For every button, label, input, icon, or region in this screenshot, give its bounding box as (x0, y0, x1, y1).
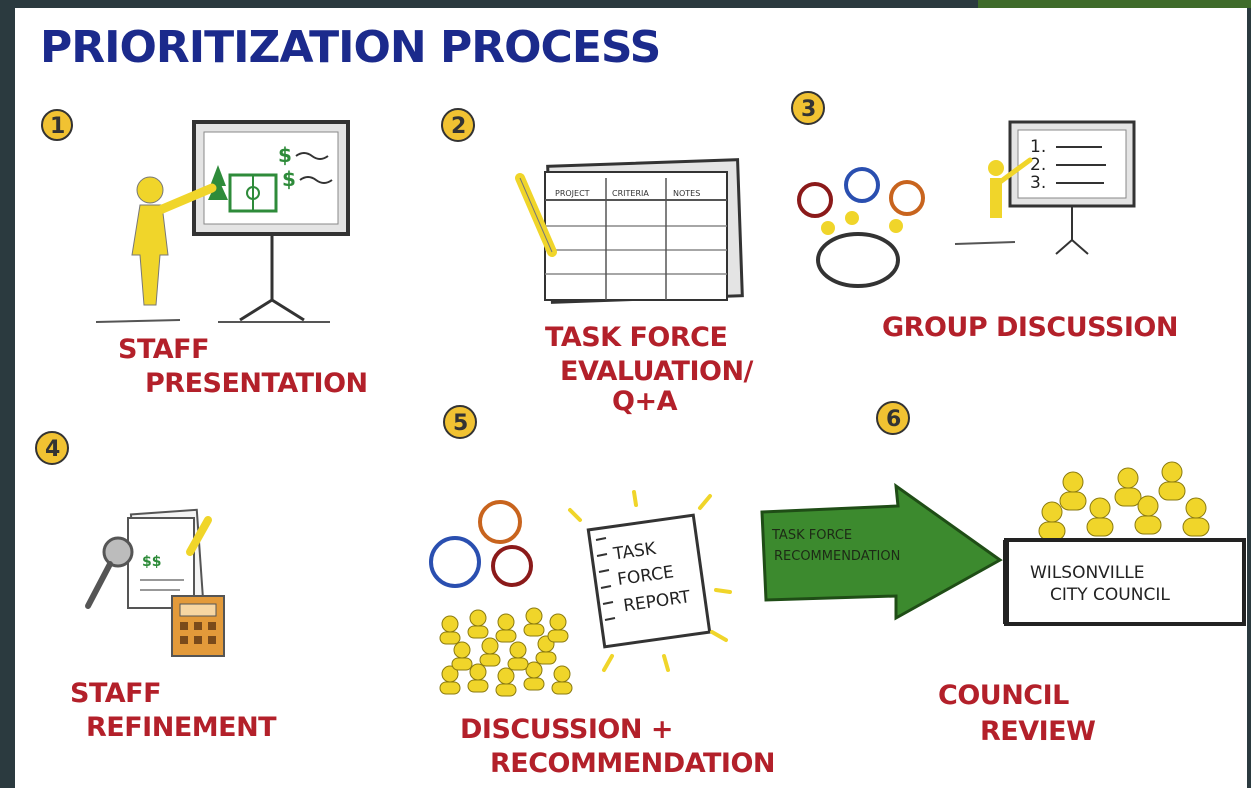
step-6-label-line2: REVIEW (980, 716, 1095, 747)
evaluation-table: PROJECT CRITERIA NOTES (515, 158, 744, 304)
step-1: 1 $ $ STAFF PRESENTATION (41, 109, 368, 399)
arrow-right-icon (760, 482, 1003, 621)
diagram-title: PRIORITIZATION PROCESS (40, 22, 660, 73)
step-3-label-line1: GROUP DISCUSSION (882, 312, 1178, 343)
step-4-number: 4 (45, 437, 60, 462)
step-1-label-line2: PRESENTATION (145, 368, 368, 399)
step-1-number-badge (41, 109, 73, 141)
tree-icon (208, 178, 228, 200)
speech-bubble-icon (889, 180, 925, 216)
step-4-label-line2: REFINEMENT (86, 712, 277, 743)
step-4: 4 $$ STAFF REFINEMENT (35, 431, 278, 743)
step-1-label-line1: STAFF (118, 334, 209, 365)
window-frame-top (0, 0, 1251, 8)
step-5-label-line2: RECOMMENDATION (490, 748, 775, 779)
step-3-number: 3 (801, 97, 816, 122)
step-2-label-line2: EVALUATION/ (560, 356, 754, 387)
step-5-number: 5 (453, 411, 468, 436)
step-3: 3 1. 2. 3. GROUP DISCUSSI (791, 91, 1178, 343)
city-council: WILSONVILLE CITY COUNCIL (1003, 461, 1246, 626)
council-sign-line1: WILSONVILLE (1030, 563, 1145, 583)
speech-bubble-icon (429, 536, 481, 588)
step-2: 2 PROJECT CRITERIA NOTES TASK FORCE EVAL… (441, 108, 754, 417)
step-2-number: 2 (451, 114, 466, 139)
pencil-icon (186, 516, 212, 556)
money-symbol-1: $ (278, 143, 292, 167)
presenter-figure (95, 176, 217, 323)
speech-bubble-icon (797, 182, 833, 218)
step-4-label-line1: STAFF (70, 678, 161, 709)
step-2-label-line1: TASK FORCE (545, 322, 727, 353)
step-5-label-line1: DISCUSSION + (460, 714, 673, 745)
speech-bubble-icon (844, 167, 880, 203)
step-6: 6 TASK FORCE RECOMMENDATION WILSONVILLE … (760, 401, 1246, 747)
step-5: 5 TASK FORCE REPORT (429, 405, 776, 779)
arrow-text-line1: TASK FORCE (771, 528, 852, 543)
list-item-3: 3. (1030, 173, 1046, 193)
frame-accent (978, 0, 1251, 8)
step-5-number-badge (443, 405, 477, 439)
list-board: 1. 2. 3. (954, 120, 1136, 255)
list-item-2: 2. (1030, 155, 1046, 175)
group-circle (797, 167, 925, 288)
money-symbol: $$ (142, 554, 161, 570)
task-force-report: TASK FORCE REPORT (568, 490, 732, 672)
magnifier-icon (102, 536, 134, 568)
table-header-notes: NOTES (673, 189, 700, 198)
council-sign-line2: CITY COUNCIL (1050, 585, 1170, 605)
step-3-number-badge (791, 91, 825, 125)
presentation-board: $ $ (192, 120, 350, 323)
table-header-criteria: CRITERIA (612, 189, 649, 198)
speech-bubble-icon (478, 500, 522, 544)
discussion-crowd (429, 500, 573, 697)
money-symbol-2: $ (282, 167, 296, 191)
step-1-number: 1 (50, 114, 65, 139)
list-item-1: 1. (1030, 137, 1046, 157)
recommendation-arrow: TASK FORCE RECOMMENDATION (760, 482, 1003, 621)
refinement-illustration: $$ (85, 508, 225, 657)
speech-bubble-icon (491, 545, 533, 587)
step-2-number-badge (441, 108, 475, 142)
arrow-text-line2: RECOMMENDATION (774, 549, 900, 564)
step-6-number: 6 (886, 407, 901, 432)
window-frame-left (0, 0, 15, 788)
table-header-project: PROJECT (555, 189, 590, 198)
step-2-label-line3: Q+A (612, 386, 678, 417)
step-6-number-badge (876, 401, 910, 435)
step-4-number-badge (35, 431, 69, 465)
step-6-label-line1: COUNCIL (938, 680, 1069, 711)
